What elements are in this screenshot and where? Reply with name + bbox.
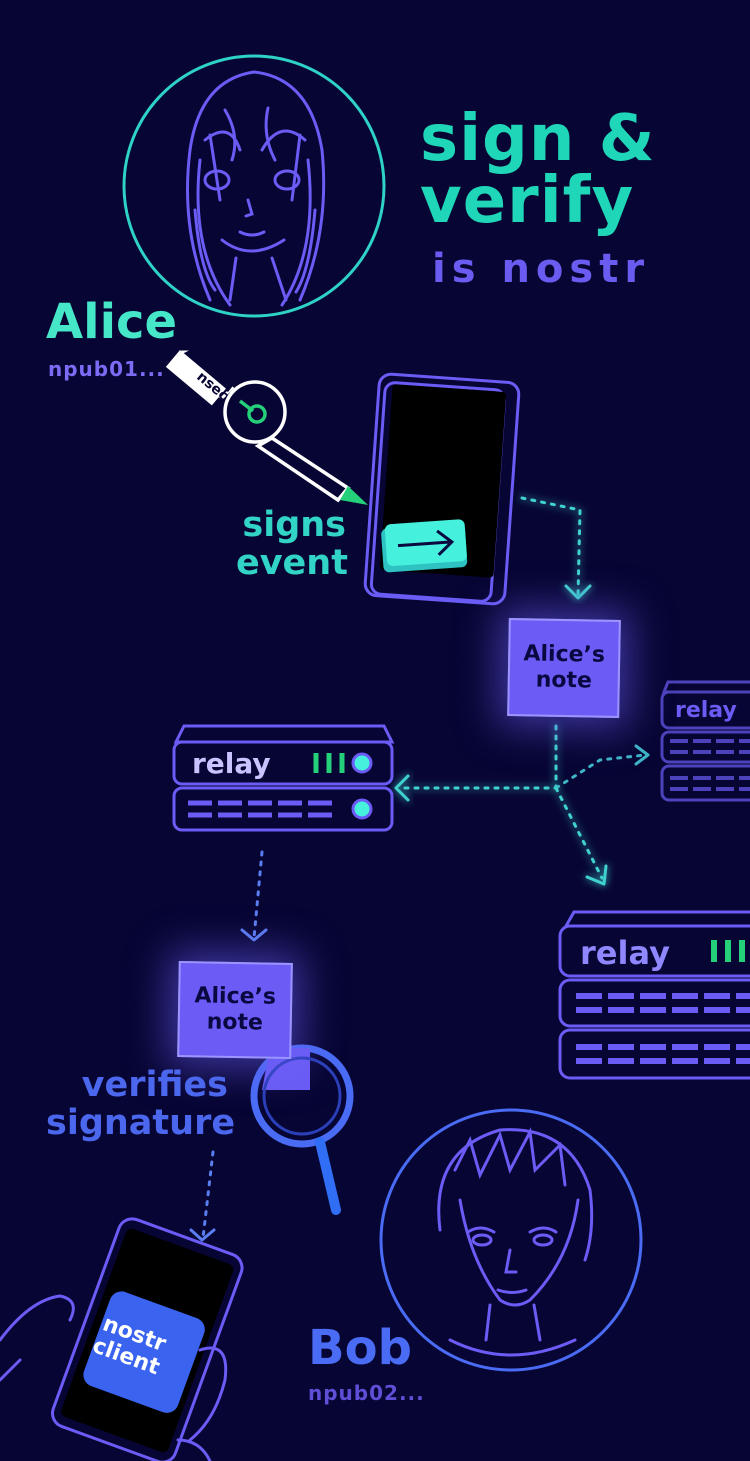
phone-icon <box>363 372 521 606</box>
relay-server-icon <box>558 910 750 1080</box>
relay-label: relay <box>580 934 670 972</box>
verify-step-label: verifies signature <box>46 1065 236 1143</box>
bob-avatar <box>379 1108 643 1372</box>
magnifier-icon <box>250 1044 354 1215</box>
relay-server-icon <box>172 724 395 832</box>
alice-note-card: Alice’s note <box>507 618 621 718</box>
note-label: Alice’s note <box>523 641 606 694</box>
relay-label: relay <box>675 698 737 723</box>
sign-step-label: signs event <box>236 505 348 583</box>
key-icon <box>165 350 368 505</box>
subtitle: is nostr <box>432 246 651 292</box>
arrow-right-icon <box>397 529 455 556</box>
alice-name: Alice <box>46 294 178 350</box>
alice-avatar <box>122 54 386 318</box>
title-line-2: verify <box>420 164 635 238</box>
alice-npub: npub01... <box>48 357 165 381</box>
bob-name: Bob <box>308 1320 412 1376</box>
page-title: sign & verify <box>420 102 656 238</box>
hand-phone-icon <box>0 1217 244 1461</box>
title-line-1: sign & <box>420 102 656 176</box>
note-label: Alice’s note <box>194 983 277 1036</box>
relay-label: relay <box>192 747 271 780</box>
alice-note-card: Alice’s note <box>177 961 293 1059</box>
bob-npub: npub02... <box>308 1381 425 1405</box>
relay-server-icon <box>660 680 750 802</box>
